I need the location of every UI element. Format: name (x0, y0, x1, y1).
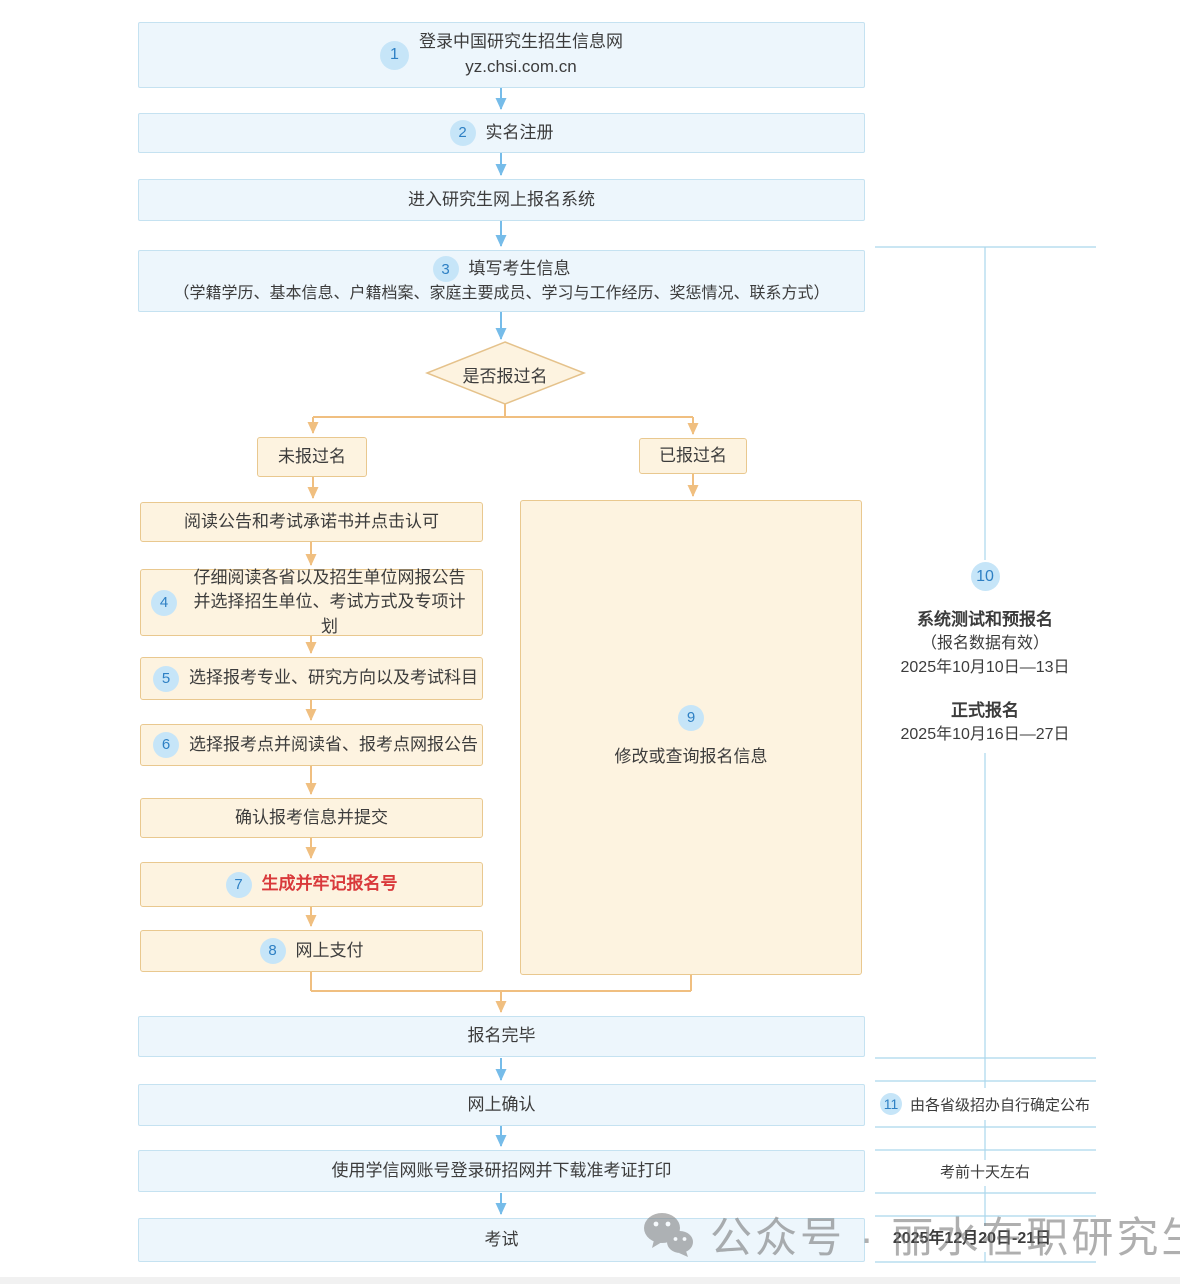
step-read-notice-box: 阅读公告和考试承诺书并点击认可 (140, 502, 483, 542)
wechat-icon (644, 1212, 693, 1257)
step-number-badge: 10 (970, 562, 1000, 591)
exam-date-label: 2025年12月20日-21日 (884, 1226, 1060, 1252)
step-exam-label: 考试 (484, 1229, 519, 1249)
step-enter-system-box: 进入研究生网上报名系统 (138, 179, 865, 221)
step-choose-site-box: 6 选择报考点并阅读省、报考点网报公告 (140, 724, 483, 766)
step-number-badge: 9 (678, 705, 704, 732)
step-fill-info-detail: （学籍学历、基本信息、户籍档案、家庭主要成员、学习与工作经历、奖惩情况、联系方式… (173, 285, 830, 303)
branch-not-registered-label: 未报过名 (278, 446, 346, 466)
step-pay-online-box: 8 网上支付 (140, 930, 483, 972)
step-print-ticket-label: 使用学信网账号登录研招网并下载准考证打印 (331, 1160, 672, 1180)
step-online-confirm-box: 网上确认 (138, 1084, 865, 1126)
step-read-bulletin-line1: 仔细阅读各省以及招生单位网报公告 (193, 567, 466, 587)
step-number-badge: 6 (153, 732, 179, 758)
pre-registration-date: 2025年10月10日—13日 (900, 659, 1070, 676)
ticket-time-note: 考前十天左右 (900, 1160, 1070, 1186)
step-number-badge: 2 (449, 120, 476, 146)
step-register-label: 实名注册 (485, 122, 554, 142)
step-register-box: 2 实名注册 (138, 113, 865, 153)
bottom-edge-strip (0, 1277, 1180, 1284)
step-number-badge: 4 (151, 589, 177, 616)
step-number-badge: 7 (225, 871, 252, 898)
registration-dates-block: 10 系统测试和预报名 （报名数据有效） 2025年10月10日—13日 正式报… (866, 560, 1104, 753)
step-choose-major-box: 5 选择报考专业、研究方向以及考试科目 (140, 657, 483, 700)
step-registration-done-box: 报名完毕 (138, 1016, 865, 1057)
branch-not-registered-box: 未报过名 (257, 437, 367, 477)
pre-registration-title: 系统测试和预报名 (917, 610, 1053, 629)
step-online-confirm-label: 网上确认 (467, 1094, 536, 1114)
step-modify-query-label: 修改或查询报名信息 (614, 747, 768, 767)
branch-registered-box: 已报过名 (639, 438, 747, 474)
decision-label: 是否报过名 (462, 367, 548, 386)
step-number-badge: 1 (380, 40, 409, 70)
step-login-label: 登录中国研究生招生信息网 (419, 32, 623, 52)
step-enter-system-label: 进入研究生网上报名系统 (408, 189, 595, 209)
step-print-ticket-box: 使用学信网账号登录研招网并下载准考证打印 (138, 1150, 865, 1192)
step-choose-site-label: 选择报考点并阅读省、报考点网报公告 (189, 734, 478, 754)
step-number-badge: 5 (153, 665, 179, 692)
step-registration-done-label: 报名完毕 (467, 1026, 536, 1046)
step-modify-query-box: 9 修改或查询报名信息 (520, 500, 862, 975)
watermark-text: 公众号 · 丽水在职研究生资讯 (710, 1214, 1180, 1261)
step-fill-info-box: 3 填写考生信息 （学籍学历、基本信息、户籍档案、家庭主要成员、学习与工作经历、… (138, 250, 865, 312)
step-confirm-submit-label: 确认报考信息并提交 (235, 807, 388, 827)
step-read-bulletin-box: 4 仔细阅读各省以及招生单位网报公告 并选择招生单位、考试方式及专项计划 (140, 567, 483, 636)
site-url: yz.chsi.com.cn (465, 57, 577, 76)
branch-registered-label: 已报过名 (659, 445, 727, 465)
step-read-notice-label: 阅读公告和考试承诺书并点击认可 (184, 511, 439, 531)
confirm-schedule-note: 11 由各省级招办自行确定公布 (874, 1088, 1096, 1120)
watermark: 公众号 · 丽水在职研究生资讯 (642, 1204, 1180, 1265)
step-remember-id-label: 生成并牢记报名号 (261, 874, 398, 894)
step-login-box: 1 登录中国研究生招生信息网 yz.chsi.com.cn (138, 22, 865, 88)
step-confirm-submit-box: 确认报考信息并提交 (140, 798, 483, 838)
step-read-bulletin-line2: 并选择招生单位、考试方式及专项计划 (193, 592, 466, 636)
pre-registration-note: （报名数据有效） (920, 635, 1049, 652)
step-number-badge: 3 (432, 256, 459, 283)
step-number-badge: 11 (879, 1093, 902, 1115)
step-remember-id-box: 7 生成并牢记报名号 (140, 862, 483, 907)
confirm-schedule-label: 由各省级招办自行确定公布 (909, 1096, 1090, 1114)
official-registration-date: 2025年10月16日—27日 (900, 726, 1070, 743)
official-registration-title: 正式报名 (951, 701, 1019, 720)
step-pay-online-label: 网上支付 (295, 940, 364, 960)
step-choose-major-label: 选择报考专业、研究方向以及考试科目 (189, 668, 478, 688)
step-exam-box: 考试 (138, 1218, 865, 1262)
step-number-badge: 8 (259, 938, 286, 964)
step-fill-info-label: 填写考生信息 (468, 259, 571, 279)
